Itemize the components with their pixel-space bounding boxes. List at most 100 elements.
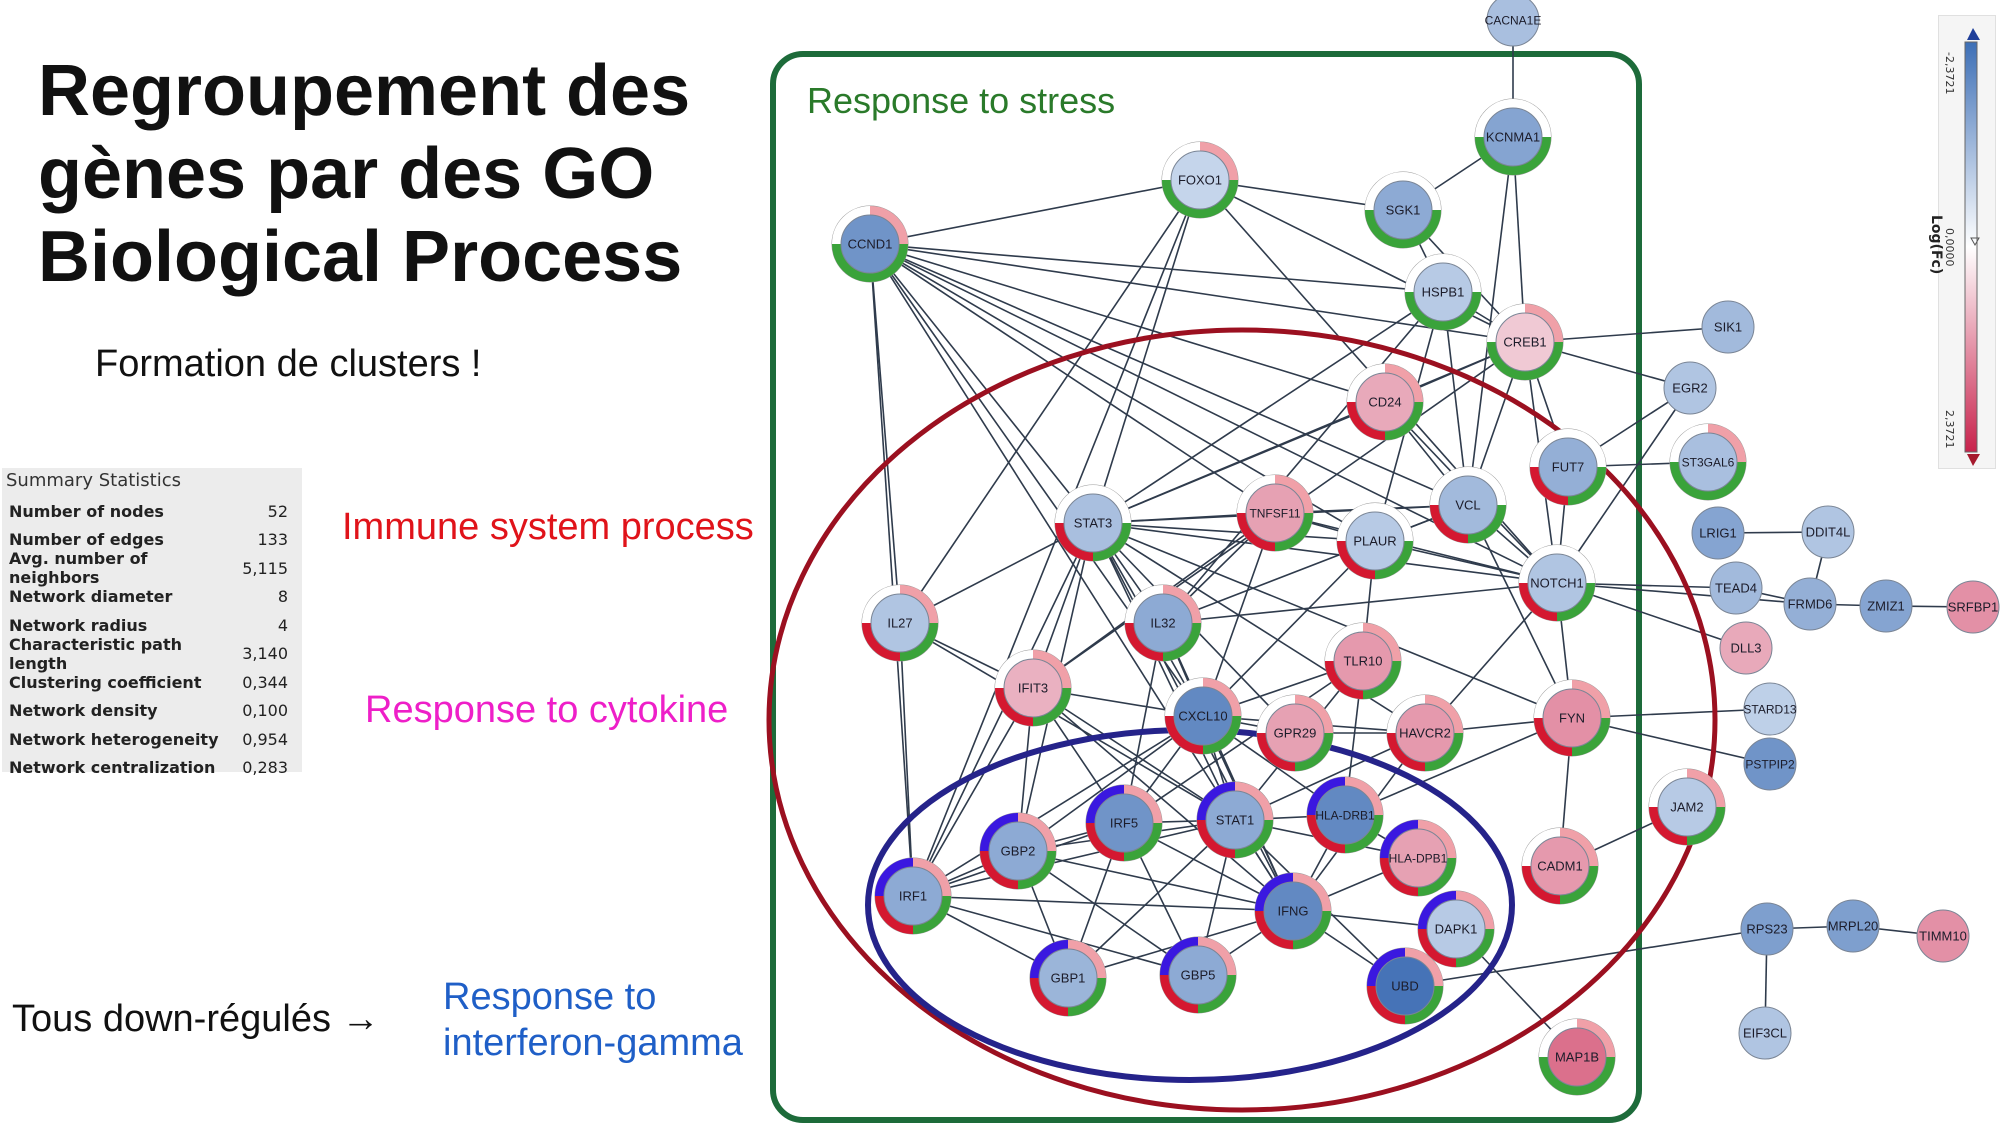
gene-node-tnfsf11[interactable]: TNFSF11 (1236, 474, 1314, 552)
gene-node-gbp1[interactable]: GBP1 (1029, 939, 1107, 1017)
down-regulated-note: Tous down-régulés → (12, 998, 380, 1040)
stat-label: Network diameter (9, 587, 173, 607)
network-edge (1092, 522, 1376, 542)
gene-node-label: PSTPIP2 (1745, 758, 1795, 772)
gene-node-st3gal6[interactable]: ST3GAL6 (1669, 423, 1747, 501)
gene-node-cxcl10[interactable]: CXCL10 (1164, 677, 1242, 755)
gene-node-label: VCL (1455, 498, 1480, 513)
gene-node-frmd6[interactable]: FRMD6 (1783, 577, 1837, 631)
legend-mid-marker-icon (1970, 237, 1980, 247)
gene-node-kcnma1[interactable]: KCNMA1 (1474, 98, 1552, 176)
stat-label: Network density (9, 701, 158, 721)
gene-node-stat3[interactable]: STAT3 (1054, 484, 1132, 562)
gene-node-tlr10[interactable]: TLR10 (1324, 622, 1402, 700)
gene-node-label: IL32 (1150, 616, 1175, 631)
network-edge (869, 243, 1469, 506)
gene-node-lrig1[interactable]: LRIG1 (1691, 506, 1745, 560)
gene-node-hla-dpb1[interactable]: HLA-DPB1 (1379, 819, 1457, 897)
gene-node-label: FRMD6 (1788, 597, 1833, 612)
gene-node-label: SIK1 (1714, 320, 1742, 335)
stat-label: Characteristic path length (9, 634, 182, 673)
network-edge (869, 243, 1386, 403)
gene-node-eif3cl[interactable]: EIF3CL (1738, 1006, 1792, 1060)
gene-node-ddit4l[interactable]: DDIT4L (1801, 505, 1855, 559)
gene-node-timm10[interactable]: TIMM10 (1916, 909, 1970, 963)
gene-node-cacna1e[interactable]: CACNA1E (1485, 0, 1542, 47)
stat-value: 8 (277, 587, 288, 607)
gene-node-ifng[interactable]: IFNG (1254, 872, 1332, 950)
gene-node-label: PLAUR (1353, 534, 1396, 549)
summary-statistics-header: Summary Statistics (6, 470, 181, 491)
legend-top-value: -2,3721 (1943, 52, 1956, 94)
stat-value: 52 (267, 501, 288, 521)
network-edge (899, 622, 1236, 821)
gene-node-creb1[interactable]: CREB1 (1486, 303, 1564, 381)
stat-label: Number of edges (9, 530, 164, 550)
gene-node-label: CXCL10 (1178, 709, 1227, 724)
gene-node-label: CACNA1E (1485, 14, 1542, 28)
gene-node-label: CREB1 (1503, 335, 1546, 350)
gene-node-notch1[interactable]: NOTCH1 (1518, 544, 1596, 622)
gene-node-zmiz1[interactable]: ZMIZ1 (1859, 579, 1913, 633)
gene-node-pstpip2[interactable]: PSTPIP2 (1743, 737, 1797, 791)
gene-node-il32[interactable]: IL32 (1124, 584, 1202, 662)
gene-node-tead4[interactable]: TEAD4 (1709, 561, 1763, 615)
gene-node-vcl[interactable]: VCL (1429, 466, 1507, 544)
gene-node-dll3[interactable]: DLL3 (1719, 621, 1773, 675)
gene-node-hla-drb1[interactable]: HLA-DRB1 (1306, 776, 1384, 854)
gene-node-fut7[interactable]: FUT7 (1529, 428, 1607, 506)
gene-node-cadm1[interactable]: CADM1 (1521, 827, 1599, 905)
gene-node-gpr29[interactable]: GPR29 (1256, 694, 1334, 772)
network-edge (869, 243, 1276, 514)
gene-node-rps23[interactable]: RPS23 (1740, 902, 1794, 956)
gene-node-foxo1[interactable]: FOXO1 (1161, 141, 1239, 219)
gene-node-egr2[interactable]: EGR2 (1663, 361, 1717, 415)
stat-label: Avg. number of neighbors (9, 549, 148, 588)
gene-node-cd24[interactable]: CD24 (1346, 363, 1424, 441)
gene-node-jam2[interactable]: JAM2 (1648, 768, 1726, 846)
immune-system-process-ellipse (766, 327, 1718, 1113)
network-edge (1017, 850, 1294, 912)
gene-node-map1b[interactable]: MAP1B (1538, 1018, 1616, 1096)
network-edge (899, 622, 914, 897)
gene-node-il27[interactable]: IL27 (861, 584, 939, 662)
stat-row: Network diameter 8 (2, 583, 302, 612)
gene-node-sik1[interactable]: SIK1 (1701, 300, 1755, 354)
gene-node-label: CCND1 (848, 237, 893, 252)
gene-node-sgk1[interactable]: SGK1 (1364, 171, 1442, 249)
gene-node-label: EIF3CL (1743, 1026, 1787, 1041)
gene-node-ifit3[interactable]: IFIT3 (994, 649, 1072, 727)
gene-node-fyn[interactable]: FYN (1533, 679, 1611, 757)
gene-node-label: JAM2 (1670, 800, 1703, 815)
gene-node-label: DDIT4L (1806, 525, 1851, 540)
network-edge (1032, 687, 1236, 821)
gene-node-label: MRPL20 (1828, 919, 1879, 934)
gene-node-label: NOTCH1 (1530, 576, 1583, 591)
gene-node-ccnd1[interactable]: CCND1 (831, 205, 909, 283)
gene-node-havcr2[interactable]: HAVCR2 (1386, 694, 1464, 772)
network-edge (1092, 522, 1573, 719)
network-edge (1123, 660, 1364, 824)
gene-node-irf5[interactable]: IRF5 (1085, 784, 1163, 862)
gene-node-hspb1[interactable]: HSPB1 (1404, 253, 1482, 331)
gene-node-plaur[interactable]: PLAUR (1336, 502, 1414, 580)
stat-label: Network heterogeneity (9, 729, 219, 749)
gene-node-label: TNFSF11 (1249, 507, 1300, 521)
network-edge (1162, 582, 1558, 624)
gene-node-stat1[interactable]: STAT1 (1196, 781, 1274, 859)
gene-node-label: ST3GAL6 (1682, 456, 1735, 470)
gene-node-srfbp1[interactable]: SRFBP1 (1946, 580, 2000, 634)
gene-node-label: LRIG1 (1699, 526, 1737, 541)
network-edge (869, 243, 914, 897)
legend-bottom-arrow-icon (1967, 454, 1980, 466)
gene-node-ubd[interactable]: UBD (1366, 947, 1444, 1025)
gene-node-gbp5[interactable]: GBP5 (1159, 936, 1237, 1014)
response-to-cytokine-label: Response to cytokine (365, 689, 729, 731)
gene-node-gbp2[interactable]: GBP2 (979, 812, 1057, 890)
gene-node-dapk1[interactable]: DAPK1 (1417, 890, 1495, 968)
gene-node-mrpl20[interactable]: MRPL20 (1826, 899, 1880, 953)
gene-node-stard13[interactable]: STARD13 (1743, 682, 1797, 736)
gene-node-irf1[interactable]: IRF1 (874, 857, 952, 935)
